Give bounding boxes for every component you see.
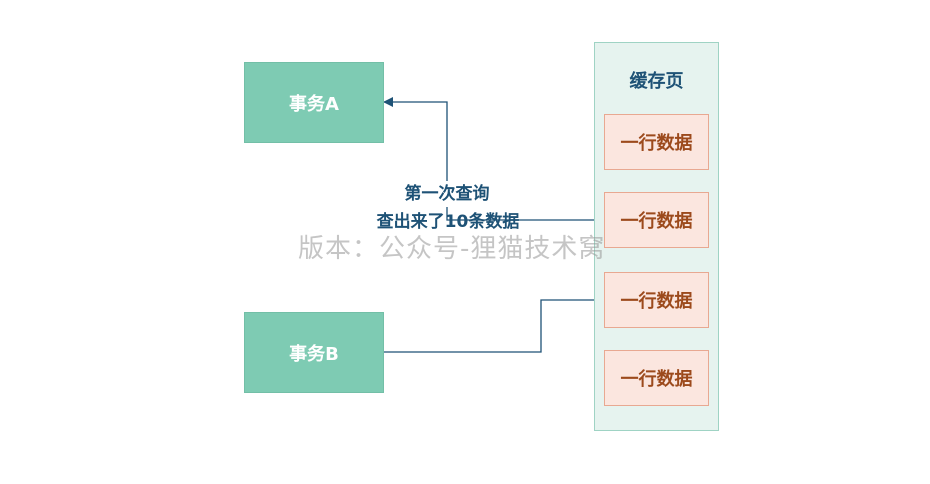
- watermark-text: 版本：公众号-狸猫技术窝: [298, 234, 606, 264]
- query-label-line2: 查出来了10条数据: [376, 212, 520, 232]
- cache-row-label: 一行数据: [620, 291, 693, 312]
- cache-row-label: 一行数据: [620, 211, 693, 232]
- cache-row-2: 一行数据: [604, 192, 709, 248]
- transaction-b-box: 事务B: [244, 312, 384, 393]
- cache-row-label: 一行数据: [620, 133, 693, 154]
- transaction-a-box: 事务A: [244, 62, 384, 143]
- transaction-b-label: 事务B: [289, 343, 339, 365]
- query-label-line1: 第一次查询: [385, 181, 509, 207]
- transaction-a-label: 事务A: [289, 93, 339, 115]
- cache-row-3: 一行数据: [604, 272, 709, 328]
- query-arrow: [383, 97, 604, 221]
- cache-row-1: 一行数据: [604, 114, 709, 170]
- transaction-b-arrow: [384, 295, 605, 353]
- cache-row-4: 一行数据: [604, 350, 709, 406]
- cache-page-title: 缓存页: [629, 71, 684, 92]
- cache-row-label: 一行数据: [620, 369, 693, 390]
